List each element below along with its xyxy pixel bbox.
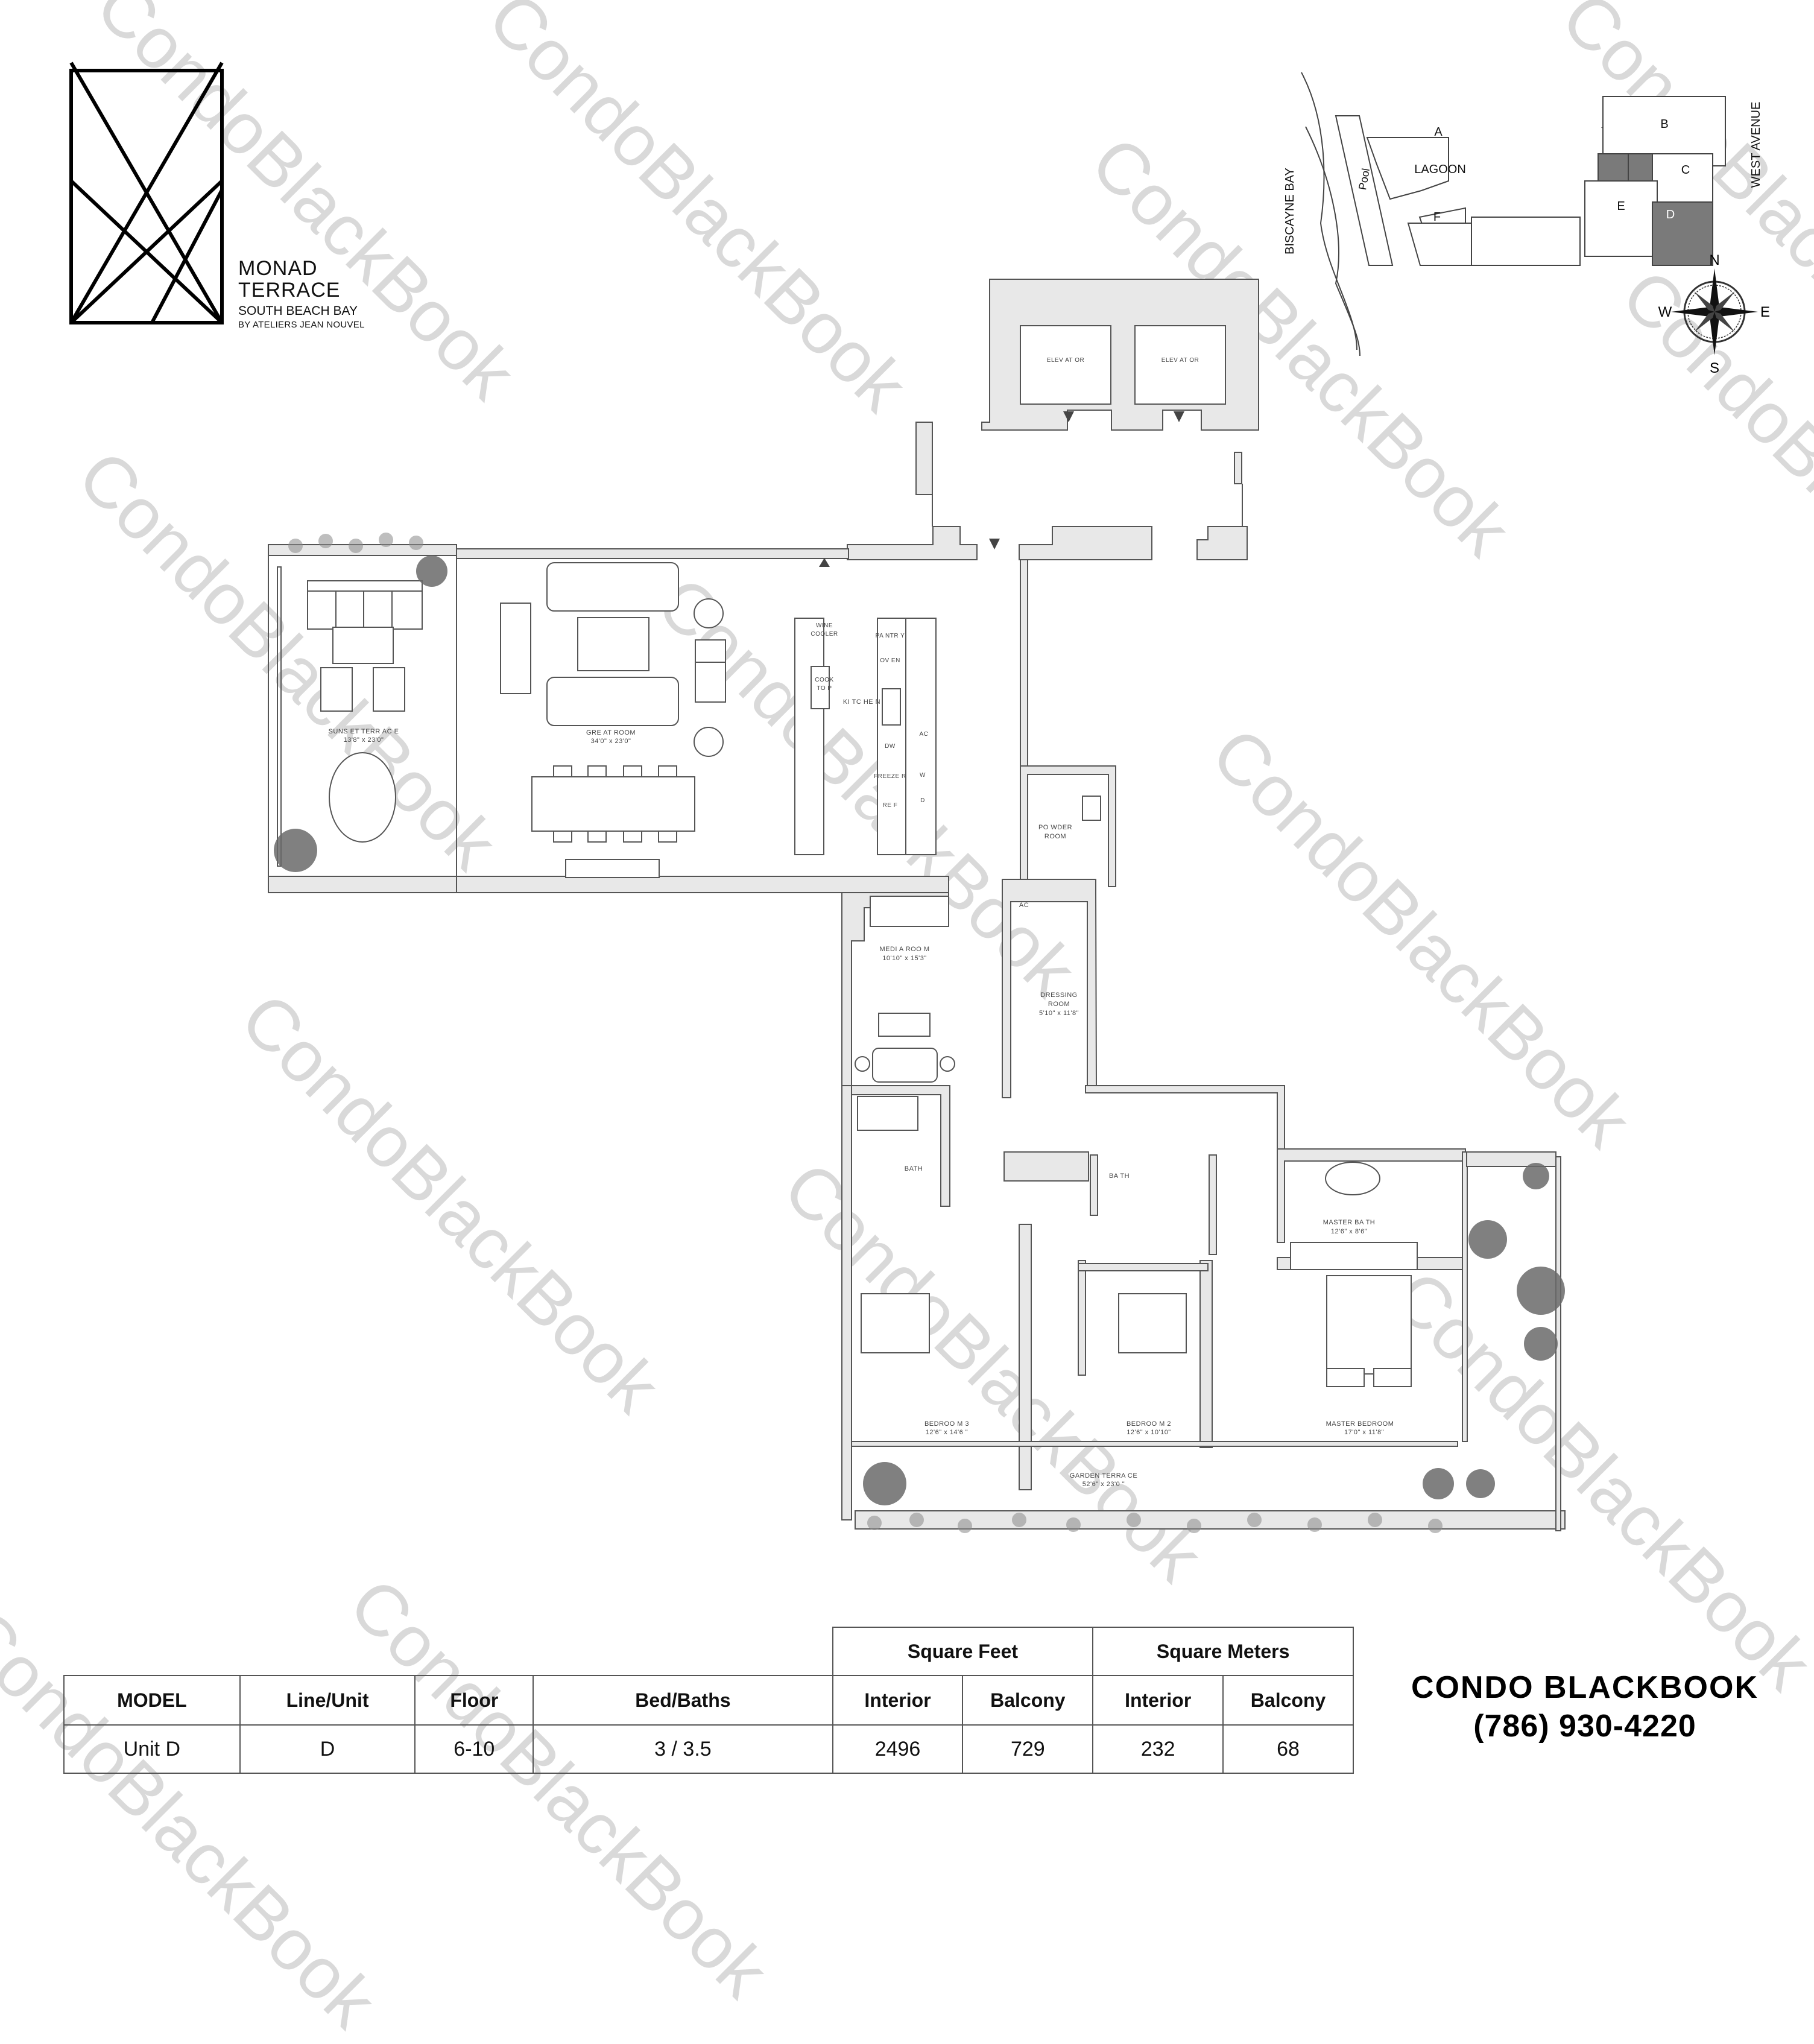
garden-terrace-dims: 52'6" x 23'0 " [1082, 1481, 1125, 1488]
bedroom-2-label: BEDROO M 2 [1127, 1420, 1171, 1428]
floor-plan: BISCAYNE BAY Pool LAGOON A B C D E F WES… [69, 62, 1770, 1533]
elevators [1020, 325, 1226, 405]
svg-text:A: A [1434, 125, 1443, 139]
spec-table: Square Feet Square Meters MODEL Line/Uni… [63, 1627, 1354, 1774]
svg-text:WEST AVENUE: WEST AVENUE [1749, 102, 1763, 188]
master-bedroom-label: MASTER BEDROOM [1326, 1420, 1394, 1428]
wine-cooler-label: WINE [816, 622, 833, 629]
svg-text:S: S [1710, 360, 1719, 376]
header-sqm-interior: Interior [1092, 1675, 1224, 1726]
svg-text:B: B [1660, 118, 1668, 131]
media-room-dims: 10'10" x 15'3" [882, 955, 926, 962]
cell-line-unit: D [239, 1724, 416, 1774]
brand-line-4: BY ATELIERS JEAN NOUVEL [238, 320, 365, 331]
media-room-label: MEDI A ROO M [879, 946, 929, 953]
cooktop-label: COOK [815, 677, 833, 683]
sunset-terrace-label: SUNS ET TERR AC E [329, 728, 399, 735]
phone-number[interactable]: (786) 930-4220 [1473, 1709, 1696, 1744]
master-bath-label: MASTER BA TH [1323, 1219, 1375, 1226]
svg-text:W: W [1658, 304, 1672, 320]
svg-text:E: E [1760, 304, 1770, 320]
oven-label: OV EN [880, 657, 900, 664]
dw-label: DW [885, 743, 896, 750]
cell-sqft-balcony: 729 [962, 1724, 1094, 1774]
cell-floor: 6-10 [414, 1724, 534, 1774]
ac-label: AC [920, 731, 929, 738]
dressing-room-dims: 5'10" x 11'8" [1039, 1010, 1079, 1017]
cell-sqm-interior: 232 [1092, 1724, 1224, 1774]
bath-2-label: BA TH [1109, 1172, 1130, 1180]
site-plan-labels: BISCAYNE BAY Pool LAGOON A B C D E F WES… [1283, 102, 1763, 255]
svg-text:F: F [1433, 210, 1441, 224]
wine-cooler-label-2: COOLER [811, 631, 838, 638]
contact-block: CONDO BLACKBOOK (786) 930-4220 [1386, 1669, 1784, 1744]
header-bed-baths: Bed/Baths [533, 1675, 833, 1726]
cell-sqm-balcony: 68 [1222, 1724, 1354, 1774]
plant-icon [274, 555, 1565, 1505]
freezer-label: FREEZE R [874, 773, 906, 780]
ref-label: RE F [883, 802, 898, 809]
garden-terrace-label: GARDEN TERRA CE [1070, 1472, 1137, 1479]
company-name-b: BLACKBOOK [1544, 1670, 1759, 1705]
svg-text:N: N [1709, 252, 1719, 268]
svg-text:D: D [1666, 208, 1675, 221]
brand-line-1: MONAD [238, 257, 318, 280]
great-room-dims: 34'0" x 23'0" [591, 738, 631, 745]
header-model: MODEL [63, 1675, 241, 1726]
powder-room-label: PO WDER [1038, 824, 1072, 831]
kitchen-label: KI TC HE N [843, 698, 880, 706]
master-bath-dims: 12'6" x 8'6" [1331, 1228, 1367, 1235]
company-name-a: CONDO [1411, 1670, 1534, 1705]
svg-text:E: E [1617, 200, 1625, 213]
bedroom-2-dims: 12'6" x 10'10" [1127, 1429, 1171, 1436]
header-sqft-interior: Interior [832, 1675, 964, 1726]
bedroom-3-dims: 12'6" x 14'6 " [926, 1429, 968, 1436]
pantry-label: PA NTR Y [876, 633, 905, 639]
group-header-square-feet: Square Feet [832, 1627, 1094, 1676]
header-line-unit: Line/Unit [239, 1675, 416, 1726]
svg-text:C: C [1681, 163, 1690, 177]
sunset-terrace-dims: 13'8" x 23'0" [344, 736, 384, 744]
dressing-room-label: DRESSING [1040, 992, 1077, 999]
dryer-label: D [920, 797, 925, 804]
cell-bed-baths: 3 / 3.5 [533, 1724, 833, 1774]
svg-text:LAGOON: LAGOON [1414, 163, 1466, 176]
cell-model: Unit D [63, 1724, 241, 1774]
brand-block: MONAD TERRACE SOUTH BEACH BAY BY ATELIER… [238, 258, 365, 330]
cooktop-label-2: TO P [817, 685, 832, 692]
bath-3-label: BATH [905, 1165, 923, 1172]
great-room-label: GRE AT ROOM [586, 729, 636, 736]
furniture [307, 562, 1418, 1387]
brand-line-3: SOUTH BEACH BAY [238, 304, 358, 318]
bedroom-3-label: BEDROO M 3 [924, 1420, 969, 1428]
cell-sqft-interior: 2496 [832, 1724, 964, 1774]
compass-rose-icon: N S W E [1658, 252, 1770, 376]
powder-room-label-2: ROOM [1044, 833, 1066, 840]
dressing-room-label-2: ROOM [1048, 1001, 1070, 1008]
group-header-square-meters: Square Meters [1092, 1627, 1354, 1676]
plant-icon [288, 533, 1443, 1533]
room-labels: ELEV AT OR ELEV AT OR SUNS ET TERR AC E … [329, 357, 1394, 1488]
ac-hall-label: AC [1019, 902, 1029, 909]
header-sqft-balcony: Balcony [962, 1675, 1094, 1726]
table-row: Unit D D 6-10 3 / 3.5 2496 729 232 68 [63, 1724, 1354, 1774]
washer-label: W [920, 772, 926, 779]
svg-text:BISCAYNE BAY: BISCAYNE BAY [1283, 168, 1297, 255]
elevator-1-label: ELEV AT OR [1047, 357, 1084, 364]
elevator-2-label: ELEV AT OR [1161, 357, 1199, 364]
master-bedroom-dims: 17'0" x 11'8" [1344, 1429, 1384, 1436]
elevator-arrow-icon [819, 411, 1184, 567]
site-plan [1301, 72, 1726, 356]
header-floor: Floor [414, 1675, 534, 1726]
company-name: CONDO BLACKBOOK [1386, 1669, 1784, 1706]
monad-logo-icon [69, 62, 224, 324]
header-sqm-balcony: Balcony [1222, 1675, 1354, 1726]
brand-line-2: TERRACE [238, 278, 341, 302]
